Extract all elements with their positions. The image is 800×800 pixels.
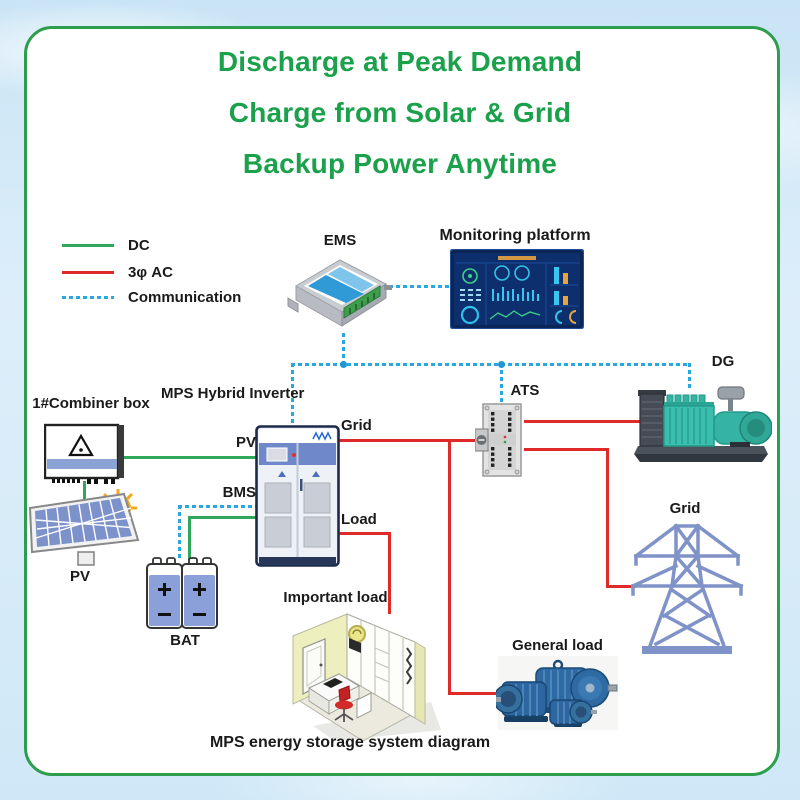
- hybrid-inverter-icon: [255, 425, 341, 569]
- monitoring-platform-label: Monitoring platform: [439, 227, 591, 244]
- ac-connection-line: [448, 692, 500, 695]
- combiner-box-icon: [44, 423, 126, 487]
- legend-dc-label: DC: [128, 237, 150, 254]
- legend-dc-swatch: [62, 244, 114, 247]
- ats-label: ATS: [510, 382, 540, 399]
- comm-junction-dot: [340, 361, 347, 368]
- grid-tower-label: Grid: [669, 500, 701, 517]
- legend-ac-label: 3φ AC: [128, 264, 173, 281]
- legend-comm-swatch: [62, 296, 114, 299]
- pv-panel-label: PV: [69, 568, 90, 585]
- title-line-2: Charge from Solar & Grid: [228, 97, 572, 128]
- comm-connection-line: [178, 505, 181, 560]
- grid-tower-icon: [628, 518, 746, 660]
- pv-panel-icon: [26, 486, 144, 570]
- ac-connection-line: [448, 439, 451, 695]
- important-load-room-icon: [283, 608, 445, 744]
- diagram-caption: MPS energy storage system diagram: [209, 734, 491, 751]
- comm-connection-line: [500, 363, 503, 405]
- ems-device-icon: [282, 248, 392, 340]
- dc-connection-line: [122, 456, 256, 459]
- comm-junction-dot: [498, 361, 505, 368]
- battery-icon: [145, 550, 219, 634]
- diesel-generator-icon: [630, 382, 772, 464]
- ac-connection-line: [388, 532, 391, 614]
- monitoring-screen-icon: [450, 249, 584, 329]
- battery-label: BAT: [170, 632, 200, 649]
- important-load-label: Important load: [283, 589, 388, 606]
- comm-connection-line: [382, 285, 452, 288]
- dc-connection-line: [83, 481, 86, 514]
- general-load-label: General load: [512, 637, 603, 654]
- legend-ac-swatch: [62, 271, 114, 274]
- title-line-1: Discharge at Peak Demand: [217, 46, 583, 77]
- legend-comm-label: Communication: [128, 289, 242, 306]
- ac-connection-line: [338, 532, 391, 535]
- combiner-box-label: 1#Combiner box: [32, 395, 150, 412]
- comm-connection-line: [291, 363, 294, 427]
- dg-label: DG: [711, 353, 735, 370]
- dc-connection-line: [188, 516, 256, 519]
- ats-switch-icon: [475, 401, 529, 479]
- comm-bus-line: [291, 363, 691, 366]
- ac-connection-line: [524, 420, 640, 423]
- ac-connection-line: [338, 439, 478, 442]
- general-load-motors-icon: [496, 654, 621, 732]
- inverter-load-port-label: Load: [341, 511, 377, 528]
- title-line-3: Backup Power Anytime: [242, 148, 558, 179]
- inverter-pv-port-label: PV: [235, 434, 256, 451]
- ems-label: EMS: [323, 232, 357, 249]
- comm-connection-line: [178, 505, 256, 508]
- inverter-grid-port-label: Grid: [341, 417, 372, 434]
- comm-connection-line: [342, 333, 345, 365]
- inverter-label: MPS Hybrid Inverter: [161, 385, 305, 402]
- comm-connection-line: [688, 363, 691, 391]
- inverter-bms-port-label: BMS: [222, 484, 256, 501]
- ac-connection-line: [606, 448, 609, 588]
- dc-connection-line: [188, 516, 191, 560]
- ac-connection-line: [606, 585, 636, 588]
- ac-connection-line: [524, 448, 609, 451]
